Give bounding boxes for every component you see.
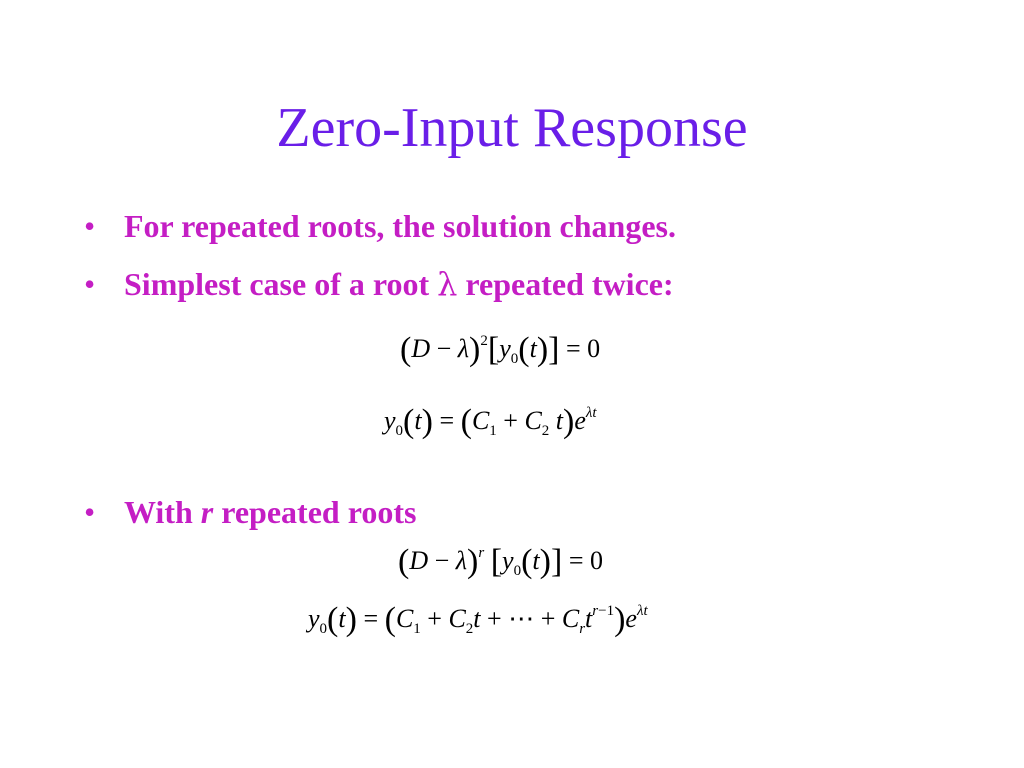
bullet-text-pre: Simplest case of a root [124,266,438,302]
bullet-dot: • [84,266,96,302]
bullet-dot: • [84,208,96,244]
bullet-r-repeated-roots: • With r repeated roots [84,494,416,531]
bullet-text-post: repeated twice: [457,266,674,302]
slide-title: Zero-Input Response [276,97,748,159]
bullet-text: For repeated roots, the solution changes… [124,208,676,244]
bullet-dot: • [84,494,96,530]
bullet-simplest-case: • Simplest case of a root λ repeated twic… [84,265,674,303]
lambda-symbol: λ [437,265,458,303]
bullet-repeated-roots: • For repeated roots, the solution change… [84,208,676,245]
equation-3: (D − λ)r [y0(t)] = 0 [398,543,603,580]
equation-1: (D − λ)2[y0(t)] = 0 [400,331,601,368]
bullet-text-pre: With [124,494,201,530]
variable-r: r [200,494,214,530]
equation-4: y0(t) = (C1 + C2t + ⋯ + Crtr−1)eλt [308,601,648,638]
equation-2: y0(t) = (C1 + C2 t)eλt [384,403,597,440]
bullet-text-post: repeated roots [213,494,417,530]
